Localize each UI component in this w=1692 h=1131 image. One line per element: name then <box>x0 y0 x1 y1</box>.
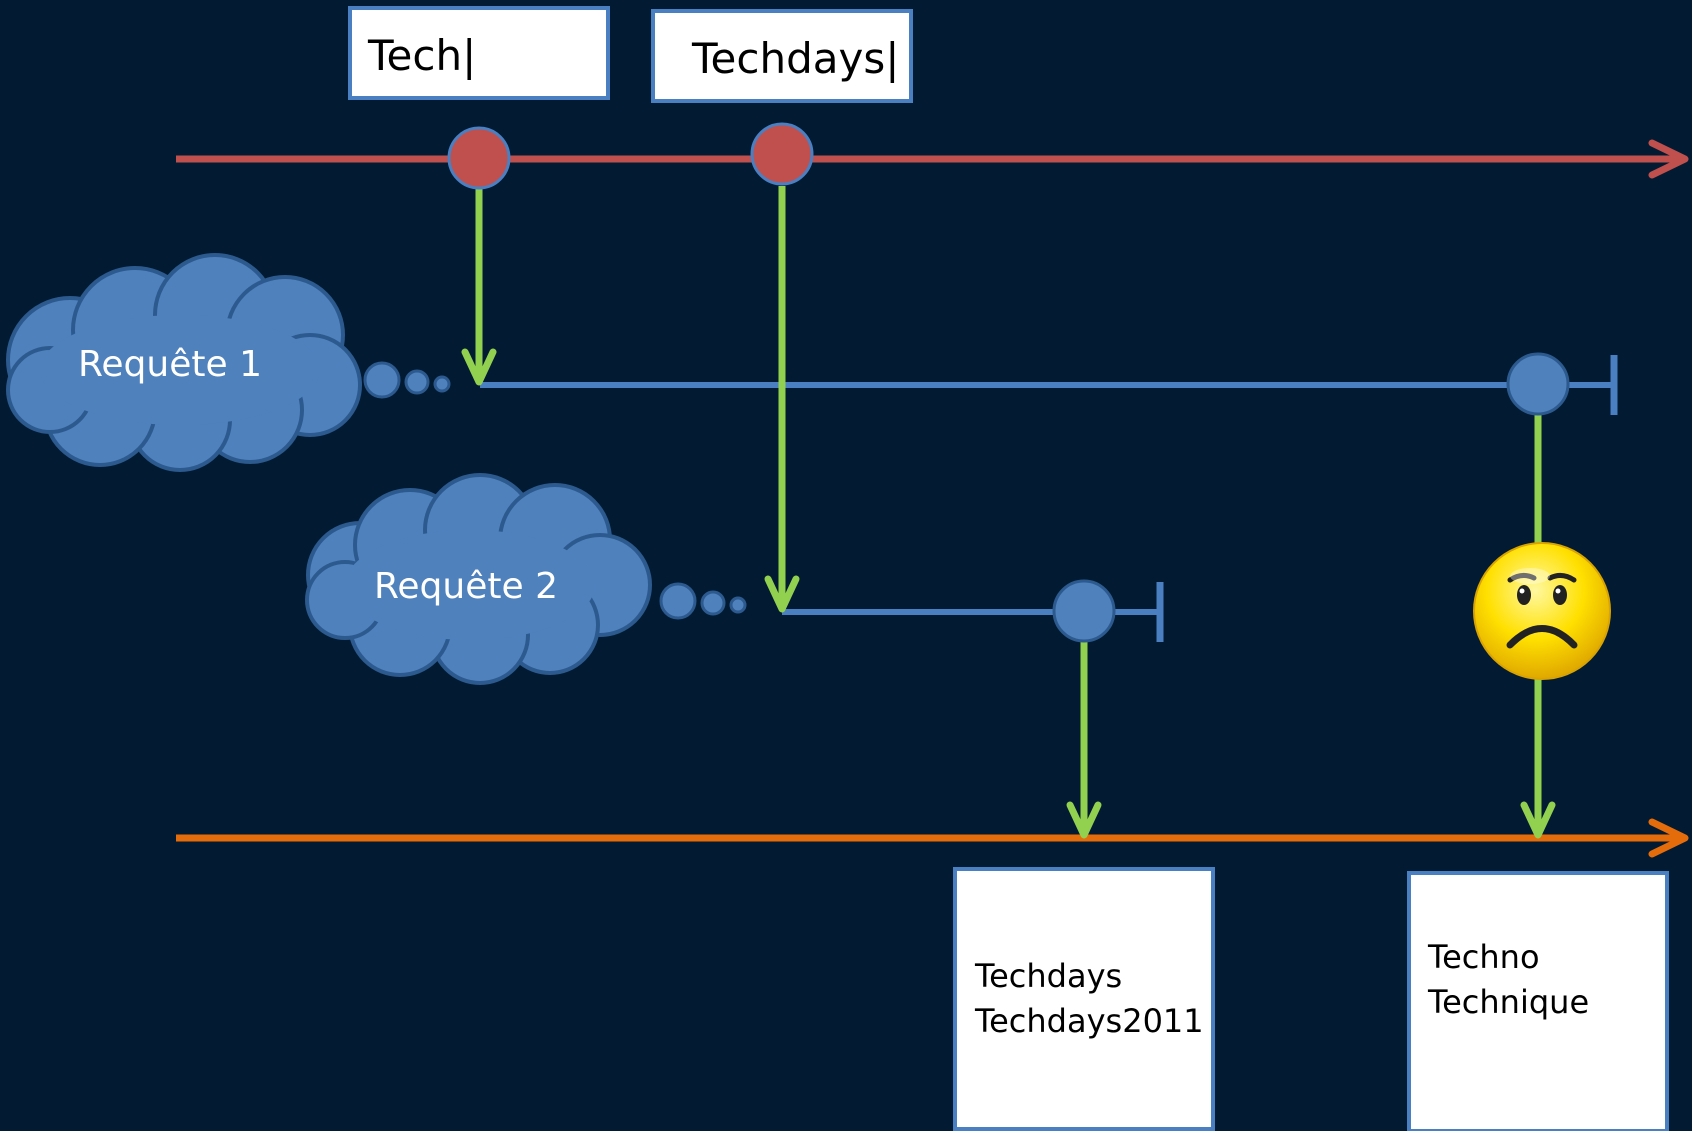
input-box-2-text: Techdays| <box>691 34 899 83</box>
request-1-label: Requête 1 <box>78 344 262 385</box>
input-box-1-text: Tech| <box>367 31 476 80</box>
output-stream <box>176 818 1689 858</box>
flow-arrow-tech-to-request-1 <box>461 186 497 386</box>
request-2-cloud <box>305 473 652 685</box>
request-2-label: Requête 2 <box>374 566 558 607</box>
output-stream-arrowhead <box>1648 818 1689 858</box>
request-2-result-node <box>1052 579 1116 643</box>
request-2-thought-dots <box>659 582 747 620</box>
flow-arrow-techdays-to-request-2 <box>764 186 800 613</box>
input-box-2[interactable]: Techdays| <box>651 9 913 103</box>
request-1-thought-dots <box>363 361 451 399</box>
result-box-1-line-1: Techdays <box>974 957 1122 995</box>
result-box-1: Techdays Techdays2011 <box>953 867 1215 1131</box>
input-stream <box>176 139 1689 179</box>
result-box-2: Techno Technique <box>1407 871 1669 1131</box>
input-stream-arrowhead <box>1648 139 1689 179</box>
input-box-1[interactable]: Tech| <box>348 6 610 100</box>
input-event-node-1 <box>447 126 511 190</box>
request-1-result-node <box>1506 352 1570 416</box>
request-1-cloud <box>6 253 362 472</box>
flow-arrow-request-2-to-output <box>1066 641 1102 839</box>
request-1-stream <box>480 355 1618 415</box>
result-box-2-line-2: Technique <box>1427 983 1589 1021</box>
sad-face-icon <box>1473 542 1611 680</box>
input-event-node-2 <box>750 122 814 186</box>
result-box-1-line-2: Techdays2011 <box>974 1002 1204 1040</box>
result-box-2-line-1: Techno <box>1427 938 1540 976</box>
